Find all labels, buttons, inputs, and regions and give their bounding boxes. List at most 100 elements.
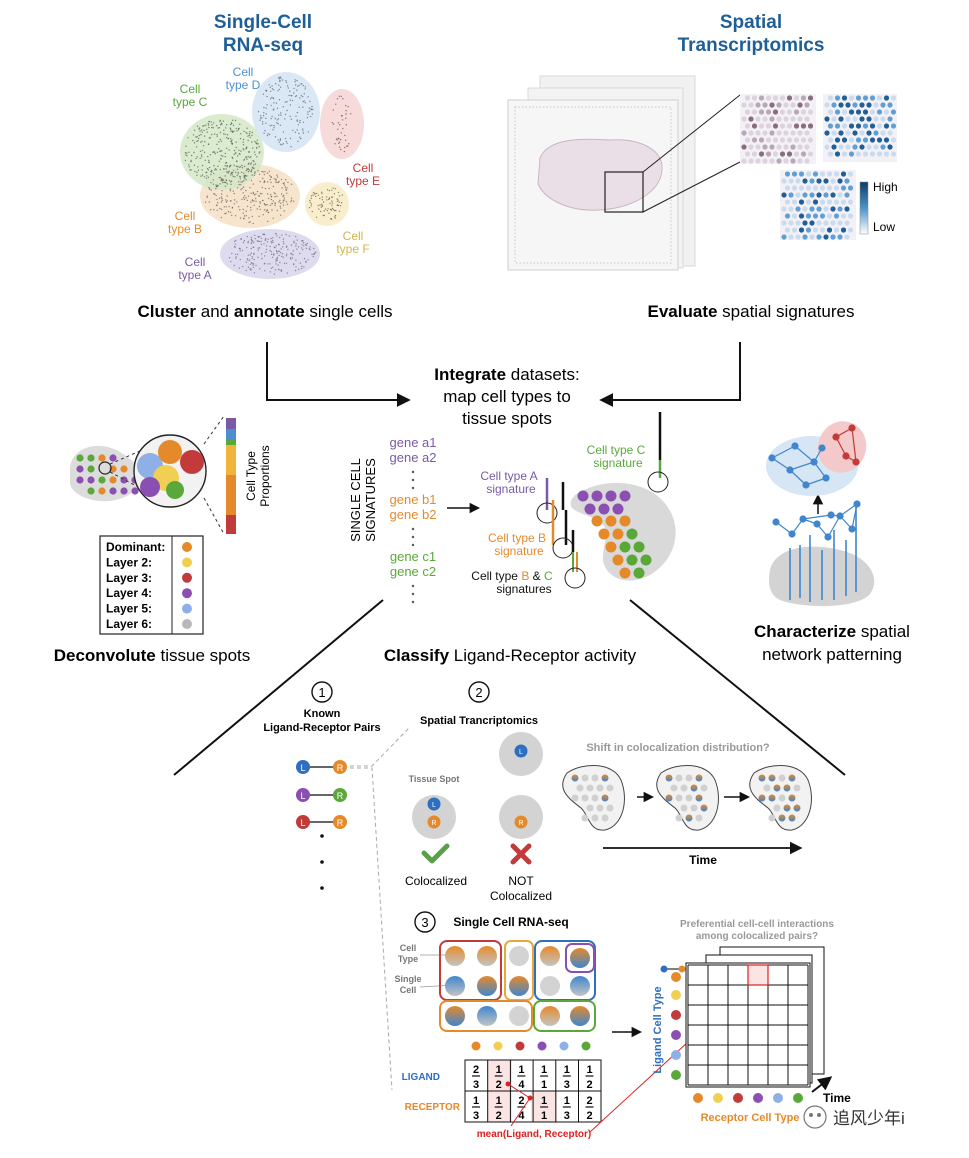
fraction-den: 3 <box>473 1110 479 1122</box>
group-green <box>533 1000 596 1032</box>
svg-text:signature: signature <box>593 456 643 470</box>
label-type-f: Cell type F <box>336 229 369 256</box>
label-type-c: Cell type C <box>173 82 208 109</box>
svg-text:Cell: Cell <box>233 65 254 79</box>
cluster-labels: Cell type A Cell type B Cell type C Cell… <box>168 65 380 282</box>
label-type-d: Cell type D <box>226 65 261 92</box>
cell-icon <box>713 1093 723 1103</box>
colocalization-examples: Tissue Spot L R L R Colocalized NOT Colo… <box>405 732 552 903</box>
ligand-row-label: LIGAND <box>402 1072 440 1083</box>
caption-characterize: Characterize spatial network patterning <box>754 622 910 664</box>
fraction-num: 1 <box>586 1064 592 1076</box>
fraction-den: 3 <box>564 1079 570 1091</box>
highlight-cell <box>747 964 769 986</box>
scale-high: High <box>873 180 898 194</box>
receptor-axis-label: Receptor Cell Type <box>701 1112 800 1124</box>
svg-text:type D: type D <box>226 78 261 92</box>
gene-c1: gene c1 <box>390 549 436 564</box>
svg-text:signatures: signatures <box>496 582 551 596</box>
svg-text:L: L <box>300 763 305 773</box>
sc-title: Single-Cell RNA-seq <box>214 12 312 56</box>
check-icon <box>421 843 450 864</box>
step-2-badge <box>468 681 490 703</box>
gene-a2: gene a2 <box>390 450 437 465</box>
cell-icon <box>671 1010 681 1020</box>
svg-text:type C: type C <box>173 95 208 109</box>
svg-text:R: R <box>337 763 344 773</box>
layer-label: Layer 3: <box>106 571 152 585</box>
step-1-badge <box>311 681 333 703</box>
signatures-label: SINGLE CELL SIGNATURES <box>348 458 378 542</box>
cell-icon <box>537 1041 547 1051</box>
svg-text:1: 1 <box>318 685 325 700</box>
umap-plot <box>180 72 364 279</box>
fraction-num: 2 <box>586 1095 592 1107</box>
arrow-st-to-integrate <box>599 342 741 407</box>
cell-icon <box>182 588 192 599</box>
cluster-f-blob <box>305 182 349 226</box>
pref-question-line1: Preferential cell-cell interactions <box>680 919 834 930</box>
layer-label: Layer 6: <box>106 617 152 631</box>
svg-text:R: R <box>337 791 344 801</box>
svg-text:Cell: Cell <box>175 209 196 223</box>
svg-text:Single: Single <box>394 974 421 984</box>
st-title: Spatial Transcriptomics <box>678 12 825 56</box>
lr-pair-1: L R <box>296 760 347 774</box>
lr-pairs: L R L R L R <box>296 726 411 1091</box>
tissue-slides <box>507 75 741 271</box>
svg-text:3: 3 <box>421 915 428 930</box>
svg-text:NOT: NOT <box>508 874 534 888</box>
proportions-label: Cell Type Proportions <box>244 445 272 506</box>
svg-text:Cell: Cell <box>185 255 206 269</box>
fraction-num: 2 <box>518 1095 524 1107</box>
signature-probes <box>536 412 669 589</box>
fraction-den: 2 <box>586 1110 592 1122</box>
layer-label: Dominant: <box>106 540 165 554</box>
svg-text:Cell: Cell <box>343 229 364 243</box>
receptor-row-label: RECEPTOR <box>405 1102 461 1113</box>
svg-text:L: L <box>300 791 305 801</box>
svg-text:type B: type B <box>168 222 202 236</box>
cell-icon <box>559 1041 569 1051</box>
layer-legend-box <box>99 535 204 635</box>
fraction-den: 2 <box>586 1079 592 1091</box>
svg-text:SIGNATURES: SIGNATURES <box>363 458 378 542</box>
fraction-num: 1 <box>473 1095 479 1107</box>
fraction-den: 3 <box>473 1079 479 1091</box>
cell-icon <box>671 1050 681 1060</box>
fraction-num: 1 <box>564 1064 570 1076</box>
cell-icon <box>182 557 192 568</box>
slide-spot-border <box>514 106 672 264</box>
fraction-den: 3 <box>564 1110 570 1122</box>
layer-label: Layer 2: <box>106 555 152 569</box>
layer-label: Layer 5: <box>106 602 152 616</box>
svg-text:R: R <box>337 818 344 828</box>
svg-text:Spatial Trancriptomics: Spatial Trancriptomics <box>420 715 538 727</box>
tissue-spot-label: Tissue Spot <box>409 774 460 784</box>
fraction-num: 1 <box>496 1095 502 1107</box>
svg-text:Integrate datasets:: Integrate datasets: <box>434 365 580 384</box>
layer-legend: Dominant:Layer 2:Layer 3:Layer 4:Layer 5… <box>99 535 204 635</box>
svg-text:Cell: Cell <box>400 943 417 953</box>
callout-type-b: Cell type B signature <box>488 531 546 558</box>
signature-tissue: Cell type A signature Cell type B signat… <box>471 412 676 596</box>
cell-grid: Cell Type Single Cell <box>394 940 596 1032</box>
fraction-den: 1 <box>541 1110 547 1122</box>
cell-icon <box>471 1041 481 1051</box>
cell-icon <box>671 1030 681 1040</box>
svg-text:signature: signature <box>486 482 536 496</box>
cell-icon <box>733 1093 743 1103</box>
shift-question: Shift in colocalization distribution? <box>586 742 770 754</box>
expression-colorbar <box>859 181 869 235</box>
st-title-line2: Transcriptomics <box>678 35 825 56</box>
cell-icon <box>493 1041 503 1051</box>
svg-text:2: 2 <box>475 685 482 700</box>
fan-line-right <box>629 599 846 776</box>
svg-text:tissue spots: tissue spots <box>462 409 552 428</box>
sc-title-line1: Single-Cell <box>214 12 312 33</box>
caption-integrate: Integrate datasets: map cell types to ti… <box>434 365 580 428</box>
cell-icon <box>182 542 192 552</box>
svg-text:Colocalized: Colocalized <box>490 889 552 903</box>
zoom-box <box>604 171 644 213</box>
gene-a1: gene a1 <box>390 435 437 450</box>
